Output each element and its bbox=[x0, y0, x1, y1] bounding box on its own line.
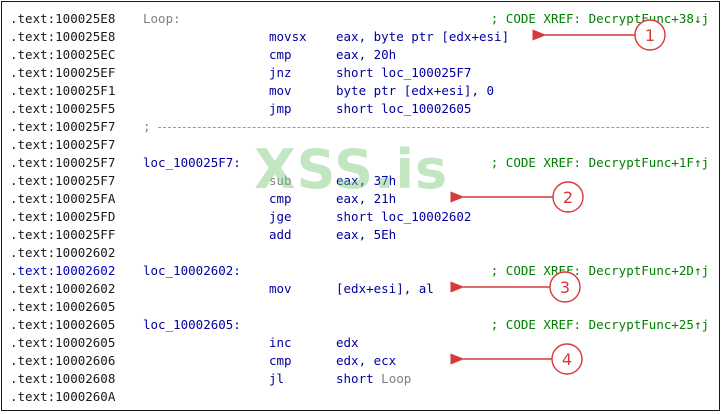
instruction-mnemonic: mov bbox=[269, 83, 292, 98]
code-row[interactable]: .text:100025F7 sub eax, 37h bbox=[10, 172, 719, 190]
code-label[interactable]: loc_10002602: bbox=[143, 263, 241, 278]
instruction-operands: short loc_100025F7 bbox=[336, 64, 471, 82]
operand-text: edx, ecx bbox=[336, 353, 397, 368]
instruction-mnemonic: jnz bbox=[269, 65, 292, 80]
code-row[interactable]: .text:10002602 loc_10002602: ; CODE XREF: … bbox=[10, 262, 719, 280]
address: .text:100025F7 bbox=[10, 155, 116, 170]
operand-text: short bbox=[336, 371, 374, 386]
separator-line bbox=[158, 127, 709, 128]
code-row[interactable]: .text:10002606 cmp edx, ecx bbox=[10, 352, 719, 370]
address: .text:10002606 bbox=[10, 353, 116, 368]
instruction-mnemonic: cmp bbox=[269, 47, 292, 62]
operand-text: short loc_10002602 bbox=[336, 209, 472, 224]
instruction-operands: short loc_10002602 bbox=[336, 208, 471, 226]
code-row[interactable]: .text:100025F7 bbox=[10, 136, 719, 154]
address: .text:10002602 bbox=[10, 245, 116, 260]
address: .text:100025FF bbox=[10, 227, 116, 242]
code-row[interactable]: .text:100025E8 Loop: ; CODE XREF: DecryptF… bbox=[10, 10, 719, 28]
instruction-mnemonic: cmp bbox=[269, 191, 292, 206]
address: .text:10002608 bbox=[10, 371, 116, 386]
address: .text:100025F7 bbox=[10, 137, 116, 152]
address: .text:100025F1 bbox=[10, 83, 116, 98]
code-row[interactable]: .text:100025FA cmp eax, 21h bbox=[10, 190, 719, 208]
instruction-operands: eax, 21h bbox=[336, 190, 396, 208]
code-row[interactable]: .text:100025E8 movsx eax, byte ptr [edx+es… bbox=[10, 28, 719, 46]
instruction-mnemonic: mov bbox=[269, 281, 292, 296]
disassembly-listing[interactable]: .text:100025E8 Loop: ; CODE XREF: DecryptF… bbox=[10, 10, 719, 406]
separator-comment: ; bbox=[143, 119, 151, 134]
code-label[interactable]: Loop: bbox=[143, 11, 181, 26]
instruction-operands: [edx+esi], al bbox=[336, 280, 434, 298]
code-row[interactable]: .text:100025FF add eax, 5Eh bbox=[10, 226, 719, 244]
instruction-mnemonic: sub bbox=[269, 173, 292, 188]
instruction-mnemonic: jl bbox=[269, 371, 285, 386]
address: .text:100025EC bbox=[10, 47, 116, 62]
operand-text: eax, byte ptr [edx+esi] bbox=[336, 29, 510, 44]
instruction-mnemonic: jge bbox=[269, 209, 292, 224]
code-xref-comment[interactable]: ; CODE XREF: DecryptFunc+2D↑j bbox=[490, 263, 709, 278]
operand-text: eax, 37h bbox=[336, 173, 397, 188]
address: .text:100025F7 bbox=[10, 173, 116, 188]
instruction-operands: eax, 5Eh bbox=[336, 226, 396, 244]
code-label[interactable]: loc_100025F7: bbox=[143, 155, 241, 170]
code-row[interactable]: .text:10002602 bbox=[10, 244, 719, 262]
code-row[interactable]: .text:10002605 inc edx bbox=[10, 334, 719, 352]
address: .text:100025F7 bbox=[10, 119, 116, 134]
address: .text:10002602 bbox=[10, 281, 116, 296]
instruction-mnemonic: jmp bbox=[269, 101, 292, 116]
code-label[interactable]: loc_10002605: bbox=[143, 317, 241, 332]
operand-text: [edx+esi], al bbox=[336, 281, 434, 296]
code-row[interactable]: .text:100025EC cmp eax, 20h bbox=[10, 46, 719, 64]
code-row[interactable]: .text:100025F7 loc_100025F7: ; CODE XREF: … bbox=[10, 154, 719, 172]
operand-text: byte ptr [edx+esi], 0 bbox=[336, 83, 495, 98]
code-row[interactable]: .text:100025F5 jmp short loc_10002605 bbox=[10, 100, 719, 118]
code-row[interactable]: .text:100025FD jge short loc_10002602 bbox=[10, 208, 719, 226]
code-row[interactable]: .text:10002605 loc_10002605: ; CODE XREF: … bbox=[10, 316, 719, 334]
instruction-operands: eax, byte ptr [edx+esi] bbox=[336, 28, 509, 46]
operand-text: edx bbox=[336, 335, 359, 350]
code-row[interactable]: .text:100025EF jnz short loc_100025F7 bbox=[10, 64, 719, 82]
operand-text: eax, 21h bbox=[336, 191, 397, 206]
instruction-mnemonic: cmp bbox=[269, 353, 292, 368]
address: .text:10002605 bbox=[10, 317, 116, 332]
code-xref-comment[interactable]: ; CODE XREF: DecryptFunc+25↑j bbox=[490, 317, 709, 332]
address: .text:100025E8 bbox=[10, 11, 116, 26]
address: .text:100025FA bbox=[10, 191, 116, 206]
code-row[interactable]: .text:10002602 mov [edx+esi], al bbox=[10, 280, 719, 298]
code-row[interactable]: .text:100025F7; bbox=[10, 118, 719, 136]
address: .text:10002602 bbox=[10, 263, 116, 278]
instruction-mnemonic: inc bbox=[269, 335, 292, 350]
address: .text:100025EF bbox=[10, 65, 116, 80]
code-row[interactable]: .text:100025F1 mov byte ptr [edx+esi], 0 bbox=[10, 82, 719, 100]
instruction-operands: edx, ecx bbox=[336, 352, 396, 370]
operand-target-label[interactable]: Loop bbox=[381, 371, 412, 386]
address: .text:10002605 bbox=[10, 335, 116, 350]
instruction-operands: eax, 20h bbox=[336, 46, 396, 64]
address: .text:100025E8 bbox=[10, 29, 116, 44]
instruction-operands: edx bbox=[336, 334, 359, 352]
instruction-operands: short loc_10002605 bbox=[336, 100, 471, 118]
operand-text: short loc_100025F7 bbox=[336, 65, 472, 80]
code-row[interactable]: .text:10002608 jl short Loop bbox=[10, 370, 719, 388]
address: .text:100025F5 bbox=[10, 101, 116, 116]
address: .text:10002605 bbox=[10, 299, 116, 314]
address: .text:100025FD bbox=[10, 209, 116, 224]
code-row[interactable]: .text:1000260A bbox=[10, 388, 719, 406]
instruction-mnemonic: movsx bbox=[269, 29, 307, 44]
instruction-operands: short Loop bbox=[336, 370, 411, 388]
code-xref-comment[interactable]: ; CODE XREF: DecryptFunc+1F↑j bbox=[490, 155, 709, 170]
operand-text: short loc_10002605 bbox=[336, 101, 472, 116]
instruction-mnemonic: add bbox=[269, 227, 292, 242]
operand-text: eax, 20h bbox=[336, 47, 397, 62]
code-row[interactable]: .text:10002605 bbox=[10, 298, 719, 316]
instruction-operands: eax, 37h bbox=[336, 172, 396, 190]
address: .text:1000260A bbox=[10, 389, 116, 404]
instruction-operands: byte ptr [edx+esi], 0 bbox=[336, 82, 494, 100]
operand-text: eax, 5Eh bbox=[336, 227, 397, 242]
code-xref-comment[interactable]: ; CODE XREF: DecryptFunc+38↓j bbox=[490, 11, 709, 26]
